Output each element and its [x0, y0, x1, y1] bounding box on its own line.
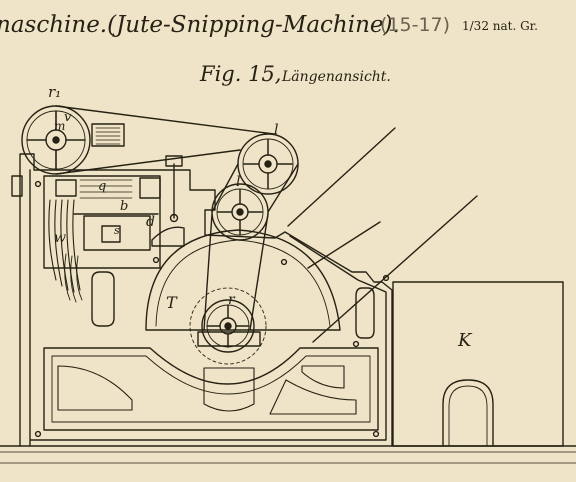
gear-housing — [43, 175, 161, 269]
lower-panel-inner — [51, 355, 371, 423]
left-bracket — [11, 175, 23, 197]
cutout-right-1 — [301, 365, 345, 389]
bolt-hole — [34, 430, 42, 438]
lever-cap — [165, 155, 183, 167]
pulley-l-upper-spokes — [243, 139, 293, 189]
label-l-upper: l — [274, 122, 278, 138]
feed-lever-d — [151, 226, 185, 247]
figure-number: Fig. 15, — [200, 62, 282, 86]
label-b: b — [120, 199, 128, 214]
frame-inner-edge — [29, 169, 387, 447]
pulley-r-dashed — [189, 287, 267, 365]
roller-s — [101, 225, 121, 243]
bolt-hole — [352, 340, 360, 348]
bolt-hole — [280, 258, 288, 266]
pulley-r — [201, 299, 255, 353]
belt-connecting — [211, 163, 239, 213]
main-frame — [19, 153, 393, 447]
roller-b — [83, 215, 151, 251]
label-q: q — [98, 179, 106, 194]
card-clothing-hatch — [95, 127, 121, 145]
label-r1: r₁ — [48, 83, 61, 101]
gear-housing-hatch — [79, 179, 133, 199]
label-m: m — [54, 119, 65, 133]
cutout-right-2 — [269, 379, 357, 415]
pulley-l-lower-axle — [236, 208, 244, 216]
feed-line-upper — [287, 127, 396, 227]
lower-panel — [43, 347, 379, 431]
label-l-lower: l — [236, 174, 240, 190]
label-t: T — [166, 293, 178, 312]
pulley-r-axle — [224, 322, 232, 330]
feed-line-lower — [312, 195, 478, 343]
label-k: K — [457, 330, 473, 351]
belt-to-lower-pulley-1 — [203, 213, 213, 331]
cutout-center — [203, 367, 255, 412]
card-clothing-block — [91, 123, 125, 147]
compartment-arch — [442, 379, 494, 447]
pulley-l-lower-rim — [216, 188, 264, 236]
pulley-r1-spokes — [26, 110, 86, 170]
pulley-r-spokes — [206, 304, 250, 348]
figure-range: (15-17) — [380, 14, 451, 36]
label-d: d — [146, 214, 155, 230]
label-r: r — [228, 292, 236, 308]
title-main: naschine.(Jute-Snipping-Machine). — [0, 12, 400, 38]
label-v: v — [64, 110, 72, 125]
right-slot — [355, 287, 375, 339]
jute-strands-lower — [64, 253, 83, 303]
pulley-r1-axle — [52, 136, 60, 144]
belt-connecting-2 — [267, 163, 299, 213]
scale-note: 1/32 nat. Gr. — [462, 19, 538, 33]
compartment-k — [392, 281, 564, 447]
pulley-l-upper-rim — [242, 138, 294, 190]
belt-to-lower-pulley-2 — [249, 213, 269, 331]
belt-upper — [55, 105, 275, 135]
figure-view: Längenansicht. — [282, 69, 391, 85]
pulley-l-upper-axle — [264, 160, 272, 168]
bolt-hole — [372, 430, 380, 438]
belt-lower — [55, 149, 241, 175]
bolt-hole — [382, 274, 390, 282]
title-bar: naschine.(Jute-Snipping-Machine). (15-17… — [0, 12, 576, 48]
bolt-hole — [34, 180, 42, 188]
label-s: s — [114, 224, 120, 237]
feed-roller-top-2 — [139, 177, 161, 199]
arch-frame-t — [145, 229, 341, 331]
left-slot — [91, 271, 115, 327]
pulley-l-lower-spokes — [217, 189, 263, 235]
bolt-hole — [152, 256, 160, 264]
feed-roller-top — [55, 179, 77, 197]
feed-line-mid — [307, 221, 381, 269]
cutout-left — [57, 365, 133, 411]
pulley-r-bearing — [197, 331, 261, 347]
jute-strands — [48, 199, 81, 293]
label-w: w — [54, 230, 66, 246]
compartment-arch-inner — [448, 385, 488, 447]
